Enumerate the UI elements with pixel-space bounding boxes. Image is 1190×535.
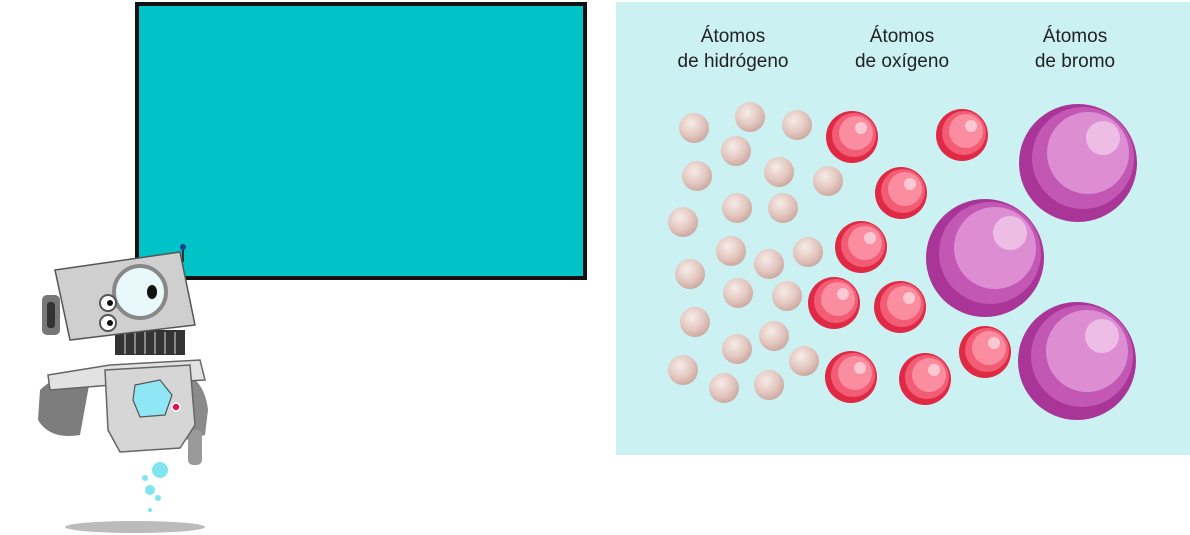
oxygen-label-line1: Átomos (869, 26, 935, 47)
hydrogen-atom (764, 157, 794, 187)
hydrogen-atom (722, 334, 752, 364)
hydrogen-atom (813, 166, 843, 196)
hydrogen-atom (680, 307, 710, 337)
hydrogen-atom (668, 207, 698, 237)
hydrogen-label-line2: de hidrógeno (677, 51, 789, 72)
robot-head (42, 251, 196, 341)
robot-mascot (38, 244, 208, 533)
bromine-label: Átomos de bromo (995, 24, 1155, 74)
bromine-label-line1: Átomos (1042, 26, 1108, 47)
hydrogen-label: Átomos de hidrógeno (653, 24, 813, 74)
jet-bubbles-icon (142, 462, 168, 512)
hydrogen-atom (782, 110, 812, 140)
hydrogen-label-line1: Átomos (700, 26, 766, 47)
antenna-icon (180, 244, 186, 250)
hydrogen-atom (675, 259, 705, 289)
bromine-label-line2: de bromo (1034, 51, 1116, 72)
hydrogen-atom (716, 236, 746, 266)
hydrogen-atom (721, 136, 751, 166)
hydrogen-atom (772, 281, 802, 311)
hydrogen-atom (682, 161, 712, 191)
hydrogen-atom (754, 370, 784, 400)
hydrogen-atom (754, 249, 784, 279)
robot-shadow (65, 521, 205, 533)
hydrogen-atom (679, 113, 709, 143)
hydrogen-atom (709, 373, 739, 403)
hydrogen-atom (723, 278, 753, 308)
oxygen-label: Átomos de oxígeno (822, 24, 982, 74)
hydrogen-atom (735, 102, 765, 132)
oxygen-label-line2: de oxígeno (854, 51, 950, 72)
robot-eye-lens-icon (112, 264, 168, 320)
blank-screen-board (135, 2, 587, 280)
hydrogen-atom (759, 321, 789, 351)
robot-body (38, 330, 208, 465)
hydrogen-atom (722, 193, 752, 223)
hydrogen-atom (668, 355, 698, 385)
hydrogen-atom (793, 237, 823, 267)
hydrogen-atom (768, 193, 798, 223)
hydrogen-atom (789, 346, 819, 376)
